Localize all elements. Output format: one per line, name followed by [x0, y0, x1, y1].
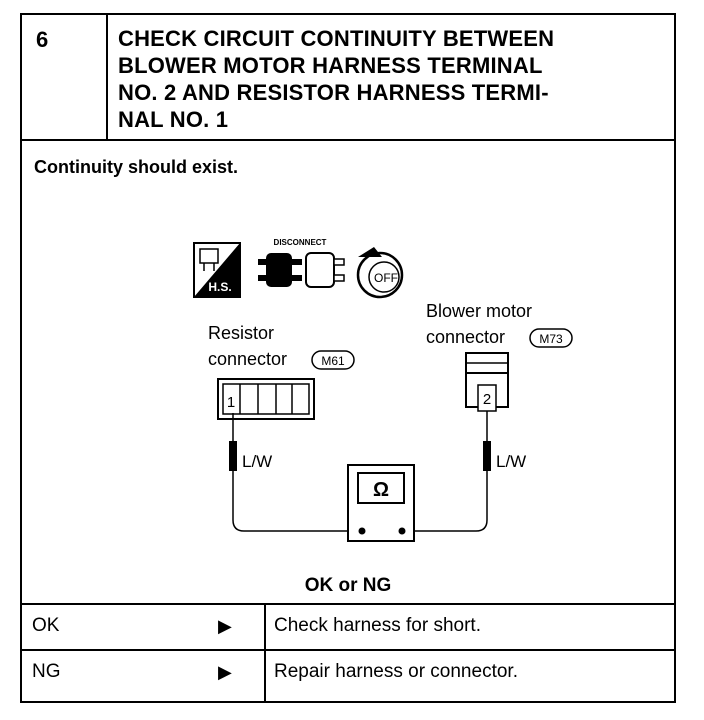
resistor-connector: 1: [217, 378, 315, 420]
blower-connector-label: connector: [426, 327, 505, 347]
step-title-line: CHECK CIRCUIT CONTINUITY BETWEEN: [118, 26, 555, 51]
resistor-connector-label: Resistor: [208, 323, 274, 343]
arrow-icon: ▶: [218, 662, 232, 682]
resistor-connector-id: M61: [321, 354, 345, 368]
blower-connector: 2: [465, 352, 509, 412]
result-table-column-divider: [264, 605, 266, 701]
disconnect-label: DISCONNECT: [274, 238, 327, 247]
circuit-diagram: H.S. DISCONNECT OFF Resistor connector M…: [193, 238, 573, 542]
connector-id-badge: M73: [529, 328, 573, 348]
result-row-ng: NG ▶ Repair harness or connector.: [22, 651, 674, 695]
wire-color-right: L/W: [496, 452, 526, 471]
result-label: NG: [32, 661, 61, 682]
result-action: Check harness for short.: [274, 615, 481, 636]
blower-connector-id: M73: [539, 332, 563, 346]
blower-connector-label: Blower motor: [426, 301, 532, 321]
result-row-ok: OK ▶ Check harness for short.: [22, 605, 674, 649]
result-action: Repair harness or connector.: [274, 661, 518, 682]
result-row-divider: [22, 649, 674, 651]
resistor-connector-label: connector: [208, 349, 287, 369]
off-label: OFF: [374, 271, 398, 285]
ignition-off-icon: OFF: [356, 247, 404, 299]
ohmmeter: Ω: [347, 464, 415, 542]
ohm-symbol: Ω: [373, 479, 389, 501]
arrow-icon: ▶: [218, 616, 232, 636]
step-title: CHECK CIRCUIT CONTINUITY BETWEEN BLOWER …: [118, 25, 668, 133]
connector-id-badge: M61: [311, 350, 355, 370]
result-label: OK: [32, 615, 60, 636]
instruction-text: Continuity should exist.: [34, 157, 239, 177]
wire-color-left: L/W: [242, 452, 272, 471]
hs-label: H.S.: [208, 280, 231, 294]
step-title-line: BLOWER MOTOR HARNESS TERMINAL: [118, 53, 543, 78]
blower-terminal-number: 2: [483, 391, 491, 408]
step-title-line: NO. 2 AND RESISTOR HARNESS TERMI-: [118, 80, 549, 105]
result-table-top-border: [22, 603, 674, 605]
test-lead-left: L/W: [229, 413, 362, 532]
step-title-line: NAL NO. 1: [118, 107, 229, 132]
title-divider: [22, 139, 674, 141]
step-number: 6: [22, 15, 108, 141]
test-lead-right: L/W: [402, 411, 526, 532]
harness-sheet-icon: H.S.: [193, 242, 241, 298]
resistor-terminal-number: 1: [227, 394, 235, 411]
ok-or-ng-question: OK or NG: [304, 575, 392, 596]
inspection-step-box: 6 CHECK CIRCUIT CONTINUITY BETWEEN BLOWE…: [20, 13, 676, 703]
disconnect-icon: DISCONNECT: [258, 238, 345, 288]
